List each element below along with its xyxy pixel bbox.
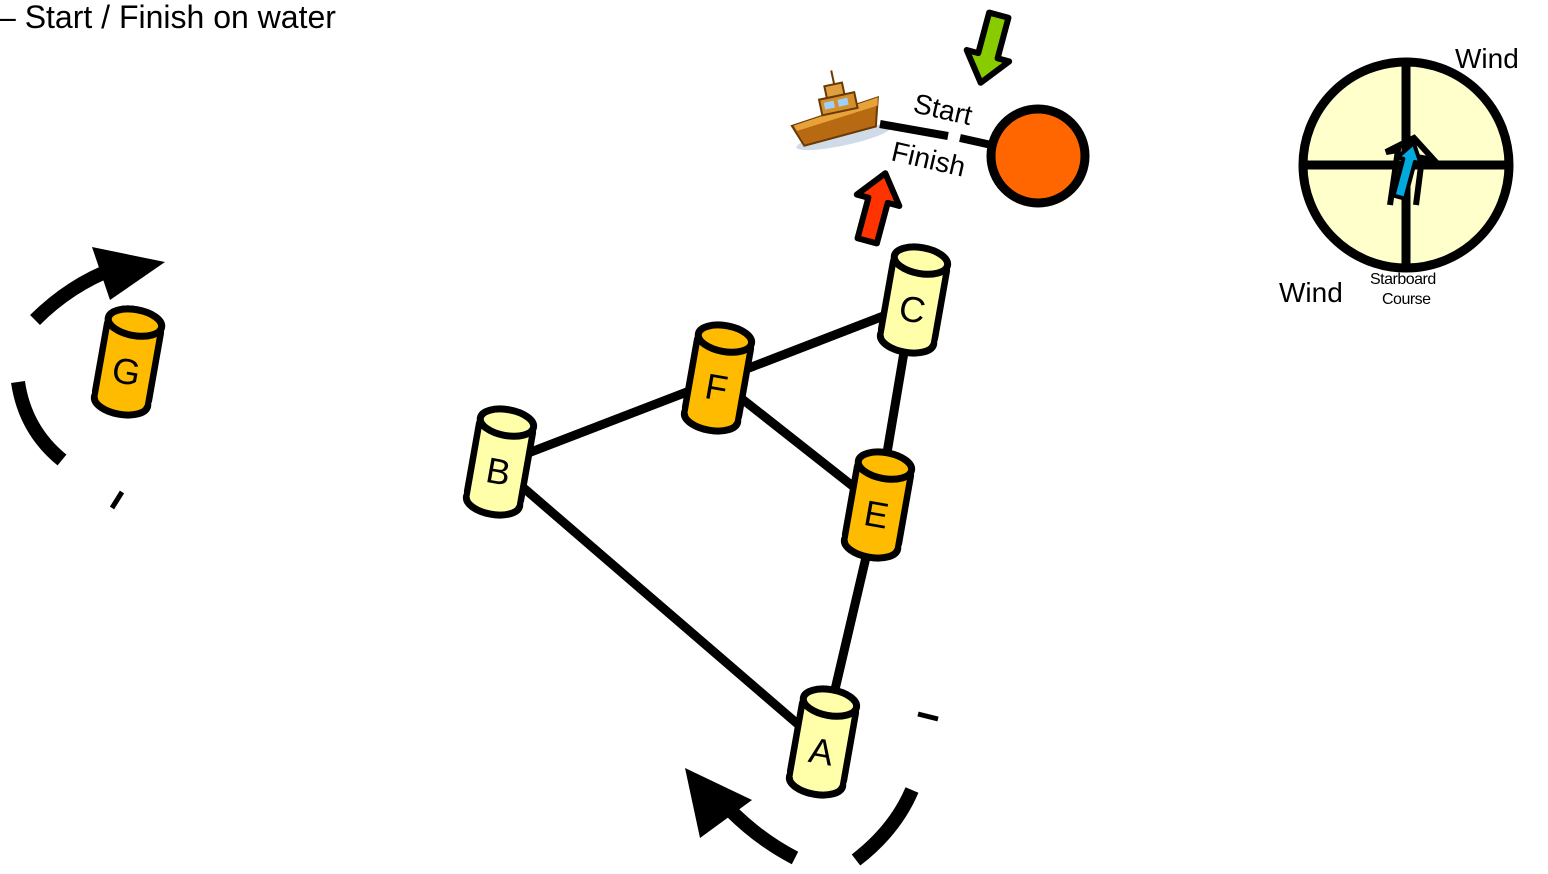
- wind-indicator: Wind Wind Starboard Course: [1279, 43, 1519, 308]
- wind-arrow-icon: [1391, 141, 1423, 201]
- wind-arrow-outline: [1384, 134, 1443, 206]
- rounding-arrow-a: [685, 711, 939, 866]
- tick-a: [917, 711, 939, 722]
- mark-b[interactable]: B: [462, 405, 538, 519]
- committee-boat-icon: [790, 70, 891, 151]
- start-buoy[interactable]: [986, 104, 1090, 208]
- rounding-arc-a-bottom: [725, 805, 799, 865]
- leg-b-a: [492, 460, 827, 750]
- finish-arrow-icon: [853, 170, 903, 247]
- start-arrow-icon: [963, 9, 1013, 86]
- wind-top-label: Wind: [1455, 43, 1519, 74]
- line-segment-boat: [879, 120, 949, 140]
- mark-a[interactable]: A: [785, 685, 861, 799]
- mark-f[interactable]: F: [680, 321, 756, 435]
- mark-c[interactable]: C: [876, 243, 952, 357]
- leg-b-f: [492, 375, 723, 470]
- finish-label: Finish: [889, 136, 969, 183]
- arrowhead-a-icon: [685, 768, 752, 838]
- mark-g[interactable]: G: [90, 305, 166, 419]
- page-title: – Start / Finish on water: [0, 0, 336, 35]
- wind-bottom-label: Wind: [1279, 277, 1343, 308]
- rounding-label-line1: Starboard: [1370, 271, 1436, 288]
- arrowhead-g-icon: [92, 247, 165, 300]
- start-label: Start: [911, 88, 976, 132]
- tick-g: [109, 490, 125, 510]
- rounding-arc-g-left: [11, 380, 67, 466]
- rounding-arrow-g: [11, 247, 165, 510]
- rounding-arc-a-right: [851, 787, 919, 866]
- rounding-label-line2: Course: [1382, 291, 1431, 308]
- mark-g-label: G: [109, 349, 144, 394]
- mark-e[interactable]: E: [840, 448, 916, 562]
